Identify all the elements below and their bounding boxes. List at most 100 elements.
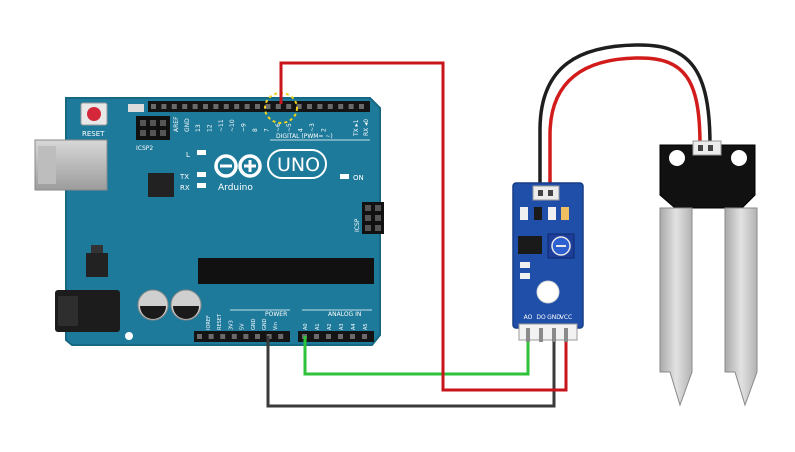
header-hole	[326, 334, 331, 339]
header-hole	[223, 104, 229, 109]
header-hole	[317, 104, 323, 109]
led-l-label: L	[186, 151, 190, 159]
digital-pin-label: ~11	[218, 119, 225, 132]
header-hole	[192, 104, 198, 109]
header-hole	[338, 334, 343, 339]
module-pin-label: GND	[547, 314, 561, 321]
digital-pin-label: 13	[195, 124, 202, 132]
power-pin-label: RESET	[217, 313, 223, 330]
smd-resistor-4	[561, 207, 569, 220]
header-hole	[278, 334, 284, 339]
comparator-chip	[518, 236, 542, 254]
icsp2-label: ICSP2	[136, 145, 153, 152]
analog-pin-label: A1	[315, 323, 321, 330]
header-hole	[197, 334, 202, 339]
digital-pin-label: 4	[298, 128, 305, 132]
smd-cap-1	[520, 262, 530, 268]
led-on-label: ON	[353, 174, 364, 182]
gnd-wire	[266, 336, 556, 408]
power-pin-label: GND	[251, 318, 257, 330]
module-pin-legs	[526, 328, 568, 342]
signal-wire-ao-a0	[303, 336, 530, 376]
led-tx-label: TX	[179, 173, 189, 181]
capacitor-2	[170, 289, 202, 321]
analog-pin-label: A2	[327, 323, 333, 330]
header-hole	[338, 104, 344, 109]
module-pin-leg	[539, 328, 543, 342]
digital-pin-label: 12	[206, 124, 213, 132]
smd-resistor-3	[548, 207, 556, 220]
power-pin-label: GND	[262, 318, 268, 330]
reset-button-cap	[87, 107, 101, 121]
analog-pin-label: A5	[363, 323, 369, 330]
icsp2-header	[136, 116, 170, 140]
module-pin-leg	[552, 328, 556, 342]
digital-pin-label: ~5	[286, 123, 293, 132]
header-hole	[213, 104, 219, 109]
probe-hole-left	[669, 150, 685, 166]
mount-hole	[125, 332, 133, 340]
led-rx	[197, 183, 206, 188]
header-hole	[296, 104, 302, 109]
gnd-label: GND	[184, 118, 191, 132]
digital-pin-label: ~10	[229, 119, 236, 132]
reset-label: RESET	[82, 130, 105, 138]
digital-pin-label: 2	[320, 128, 327, 132]
vcc-wire	[279, 61, 568, 392]
header-hole	[359, 104, 364, 109]
power-pin-label: IOREF	[206, 315, 212, 330]
header-hole	[243, 334, 249, 339]
digital-label: DIGITAL (PWM= ~)	[276, 133, 333, 140]
power-pin-label: 3V3	[228, 320, 234, 330]
header-hole	[220, 334, 226, 339]
header-hole	[208, 334, 214, 339]
smd-resistor-2	[534, 207, 542, 220]
uno-badge	[267, 149, 327, 179]
digital-pin-label: 8	[252, 128, 259, 132]
module-pin-header	[518, 323, 578, 341]
power-pin-label: Vin	[273, 322, 279, 330]
digital-pin-label: ~9	[241, 123, 248, 132]
module-pin-leg	[526, 328, 530, 342]
header-hole	[231, 334, 237, 339]
probe-hole-right	[731, 150, 747, 166]
header-hole	[265, 104, 271, 109]
header-hole	[350, 334, 355, 339]
digital-header-holes	[151, 104, 364, 109]
probe-wire-black	[538, 43, 712, 190]
module-pin-label: AO	[524, 314, 533, 321]
smd-cap-2	[520, 273, 530, 279]
header-hole	[182, 104, 188, 109]
module-mount-hole	[536, 280, 560, 304]
rx-pin-label: RX ◂0	[363, 119, 370, 136]
header-hole	[307, 104, 312, 109]
header-hole	[171, 104, 177, 109]
digital-pin-label: ~6	[275, 123, 282, 132]
soil-moisture-probe	[659, 140, 758, 407]
header-hole	[348, 104, 354, 109]
header-hole	[255, 104, 260, 109]
icsp-header	[362, 202, 384, 234]
header-hole	[255, 334, 260, 339]
module-pin-label: DO	[536, 314, 546, 321]
header-hole	[244, 104, 250, 109]
arduino-logo-icon	[214, 154, 262, 178]
led-rx-label: RX	[180, 184, 190, 192]
header-hole	[203, 104, 208, 109]
usb-chip	[148, 173, 174, 197]
icsp-label: ICSP	[354, 218, 361, 232]
wires	[266, 61, 568, 408]
module-probe-connector	[532, 185, 560, 201]
header-hole	[234, 104, 240, 109]
smd-resistor-1	[520, 207, 528, 220]
voltage-regulator	[86, 253, 108, 277]
aref-label: AREF	[173, 116, 180, 132]
probe-wire-red	[548, 56, 702, 190]
brand-label: Arduino	[218, 183, 253, 193]
led-l	[197, 150, 206, 155]
